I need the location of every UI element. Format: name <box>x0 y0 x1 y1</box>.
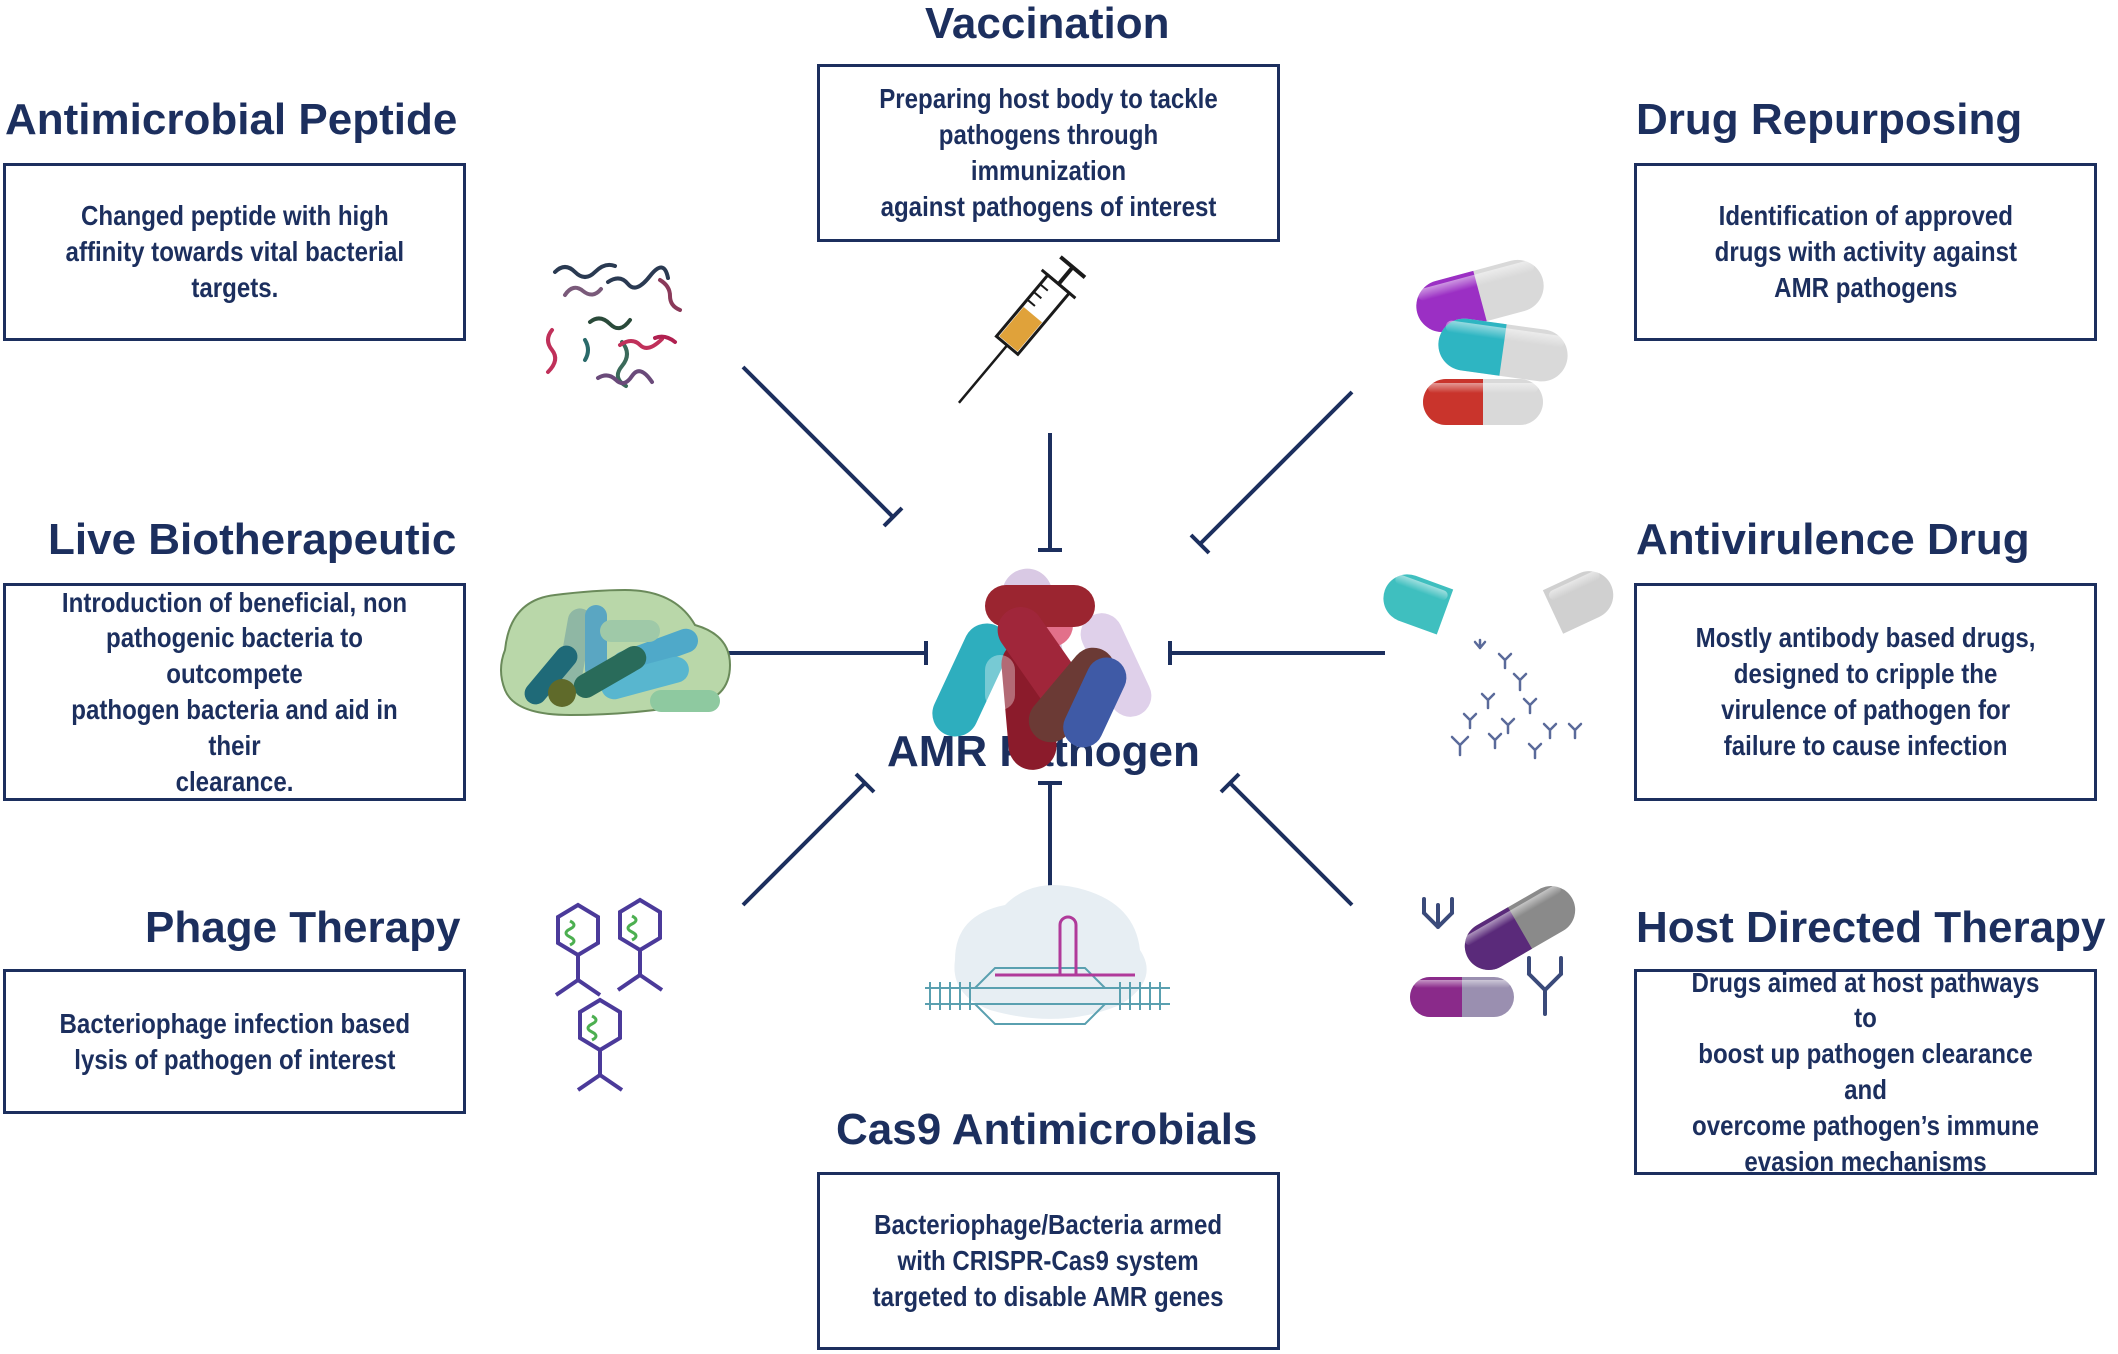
live-biotherapeutic-title: Live Biotherapeutic <box>48 515 457 564</box>
live-biotherapeutic-description: Introduction of beneficial, non pathogen… <box>61 586 408 797</box>
crispr-cas9-icon <box>925 885 1170 1025</box>
bacteria-biofilm-icon <box>500 588 732 717</box>
antivirulence-drug-title: Antivirulence Drug <box>1636 515 2030 564</box>
inhibition-lines <box>712 365 1385 907</box>
open-capsule-antibodies-icon <box>1383 571 1614 760</box>
antimicrobial-peptide-title: Antimicrobial Peptide <box>5 95 458 144</box>
drug-repurposing-description: Identification of approved drugs with ac… <box>1714 200 2017 303</box>
inhibition-line-antivirulence-drug <box>1168 641 1385 665</box>
live-biotherapeutic-box: Introduction of beneficial, non pathogen… <box>3 583 466 801</box>
phage-therapy-description: Bacteriophage infection based lysis of p… <box>59 1007 410 1075</box>
antivirulence-drug-box: Mostly antibody based drugs, designed to… <box>1634 583 2097 801</box>
antimicrobial-peptide-description: Changed peptide with high affinity towar… <box>65 200 404 303</box>
vaccination-box: Preparing host body to tackle pathogens … <box>817 64 1280 242</box>
vaccination-description: Preparing host body to tackle pathogens … <box>879 83 1218 222</box>
pathogen-bacteria-cluster-icon <box>932 568 1152 770</box>
antibody-capsule-icon <box>1410 885 1576 1017</box>
phage-therapy-title: Phage Therapy <box>145 903 461 952</box>
inhibition-line-antimicrobial-peptide <box>741 365 904 528</box>
drug-repurposing-box: Identification of approved drugs with ac… <box>1634 163 2097 341</box>
antimicrobial-peptide-box: Changed peptide with high affinity towar… <box>3 163 466 341</box>
inhibition-line-host-directed-therapy <box>1219 772 1354 907</box>
host-directed-therapy-description: Drugs aimed at host pathways to boost up… <box>1691 966 2040 1177</box>
vaccination-title: Vaccination <box>925 0 1170 48</box>
syringe-icon <box>957 255 1087 404</box>
inhibition-line-phage-therapy <box>741 772 876 907</box>
host-directed-therapy-box: Drugs aimed at host pathways to boost up… <box>1634 967 2097 1177</box>
cas9-antimicrobials-description: Bacteriophage/Bacteria armed with CRISPR… <box>872 1209 1225 1312</box>
cas9-antimicrobials-title: Cas9 Antimicrobials <box>836 1105 1258 1154</box>
bacteriophage-icon <box>554 897 664 1092</box>
drug-repurposing-title: Drug Repurposing <box>1636 95 2023 144</box>
host-directed-therapy-title: Host Directed Therapy <box>1636 903 2106 952</box>
inhibition-line-cas9-antimicrobials <box>1038 781 1062 893</box>
cas9-antimicrobials-box: Bacteriophage/Bacteria armed with CRISPR… <box>817 1172 1280 1350</box>
inhibition-line-live-biotherapeutic <box>712 641 928 665</box>
capsules-icon <box>1416 259 1568 425</box>
antivirulence-drug-description: Mostly antibody based drugs, designed to… <box>1695 622 2036 761</box>
inhibition-line-drug-repurposing <box>1189 390 1354 555</box>
inhibition-line-vaccination <box>1038 433 1062 552</box>
phage-therapy-box: Bacteriophage infection based lysis of p… <box>3 969 466 1114</box>
peptide-strands-icon <box>546 262 682 388</box>
